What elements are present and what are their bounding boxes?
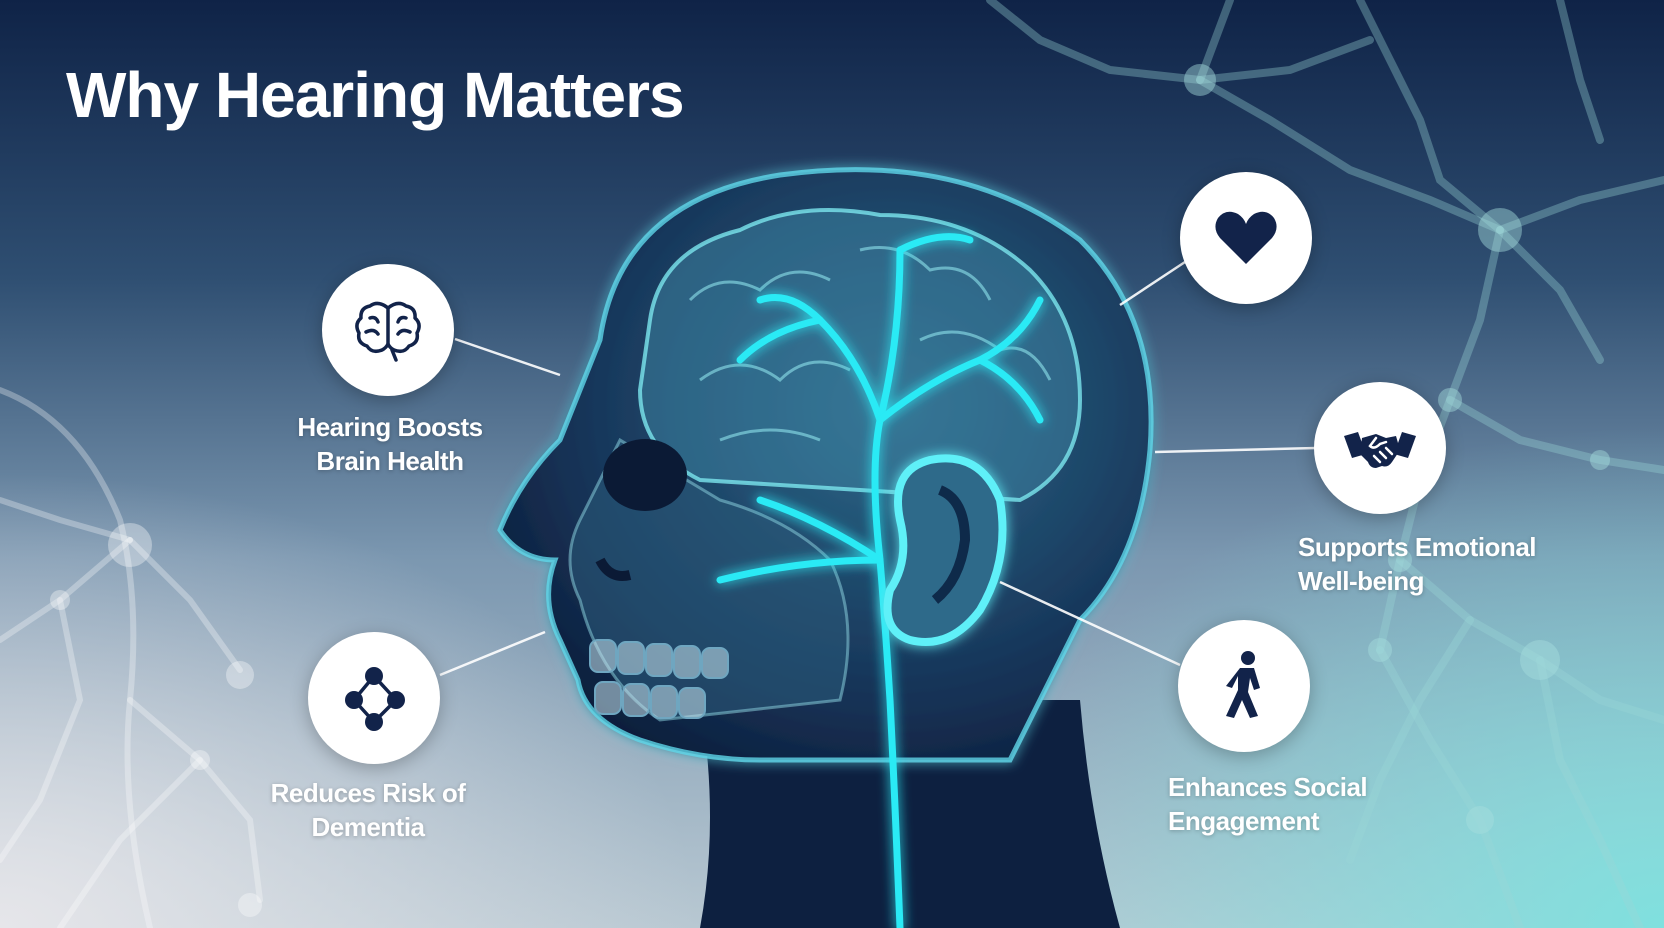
label-line: Dementia	[311, 812, 425, 842]
brain-icon-circle	[322, 264, 454, 396]
label-line: Enhances Social	[1168, 772, 1368, 802]
network-icon-circle	[308, 632, 440, 764]
walking-person-icon	[1226, 651, 1260, 718]
label-line: Well-being	[1298, 566, 1424, 596]
walking-icon-circle	[1178, 620, 1310, 752]
page-title: Why Hearing Matters	[66, 59, 685, 131]
heart-icon-circle	[1180, 172, 1312, 304]
label-line: Supports Emotional	[1298, 532, 1537, 562]
benefit-label-emotional-wellbeing: Supports Emotional Well-being	[1298, 530, 1598, 598]
label-line: Brain Health	[316, 446, 464, 476]
network-nodes-icon	[345, 667, 405, 731]
ear-shape	[883, 454, 1007, 646]
label-line: Hearing Boosts	[297, 412, 483, 442]
label-line: Engagement	[1168, 806, 1320, 836]
heart-icon	[1215, 211, 1277, 264]
benefit-label-dementia: Reduces Risk of Dementia	[238, 776, 498, 844]
benefit-label-brain-health: Hearing Boosts Brain Health	[260, 410, 520, 478]
label-line: Reduces Risk of	[270, 778, 466, 808]
handshake-icon	[1344, 432, 1416, 468]
brain-icon	[355, 301, 421, 362]
benefit-label-social-engagement: Enhances Social Engagement	[1168, 770, 1428, 838]
handshake-icon-circle	[1314, 382, 1446, 514]
